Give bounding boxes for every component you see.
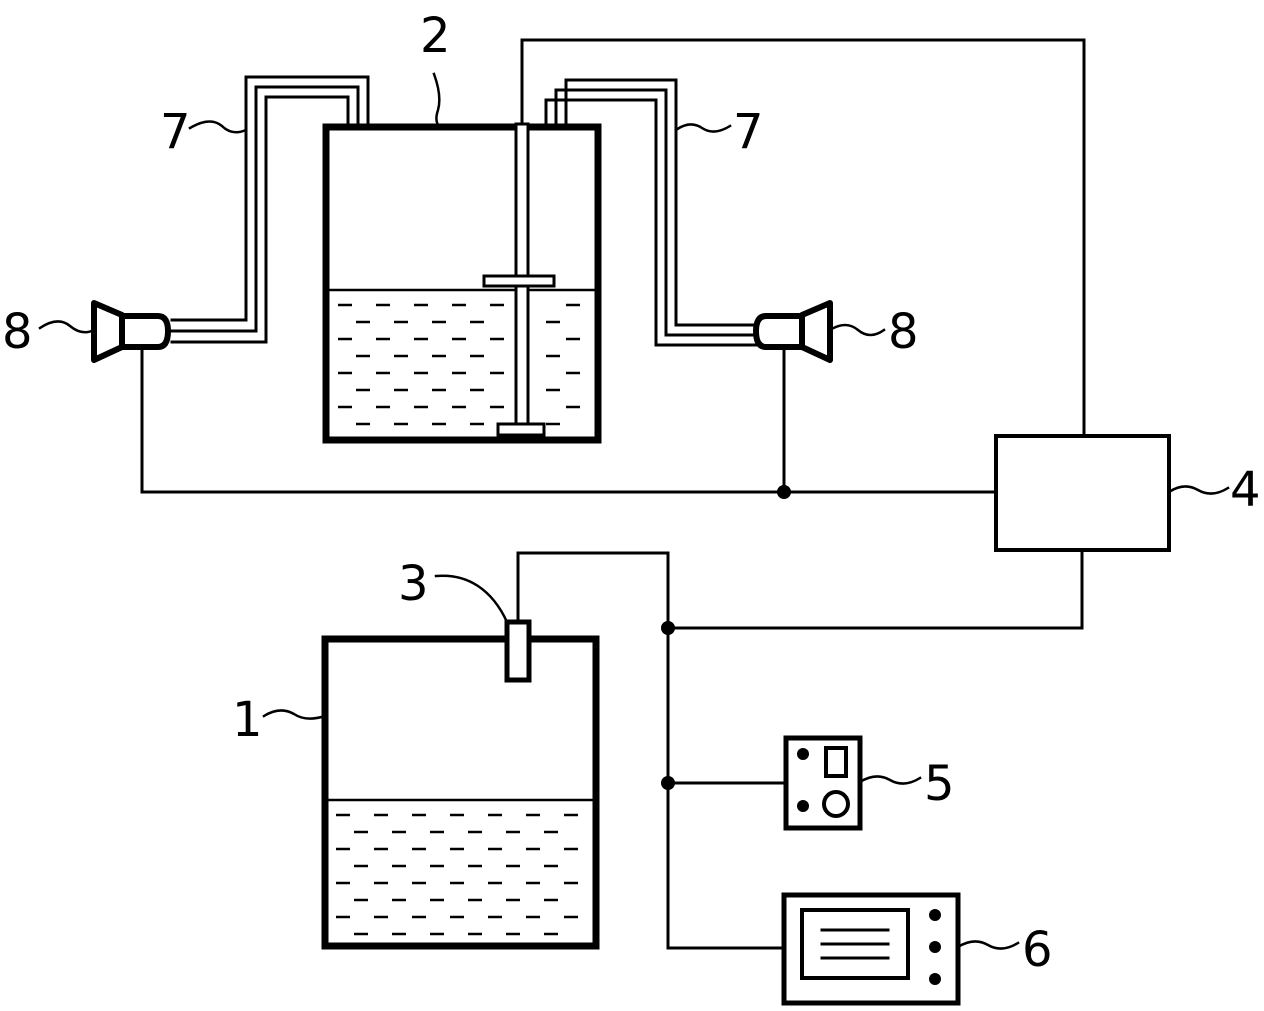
label-pipe-7-left: 7 [160,104,191,160]
panel-switch [824,746,848,778]
junction-dot [777,485,791,499]
tank-1 [321,635,600,950]
tank-2 [322,123,602,444]
controller-4 [994,434,1171,552]
tank-1-liquid-dashes [336,813,578,936]
panel-dot [797,800,809,812]
panel-dot [797,748,809,760]
junction-dot [661,621,675,635]
panel-knob [822,790,850,818]
sensor-3 [504,619,532,683]
label-controller-4: 4 [1230,462,1261,518]
label-display-6: 6 [1022,922,1053,978]
display-dot [929,973,941,985]
stirrer [482,38,556,437]
label-speaker-8-right: 8 [888,304,919,360]
display-dot [929,909,941,921]
label-pipe-7-right: 7 [733,104,764,160]
panel-5 [783,735,863,831]
pipe-7-right [544,78,760,347]
tank-2-liquid-dashes [338,303,580,426]
pipe-7-left [170,75,370,344]
wiring [140,38,1086,950]
leader-lines [38,72,1230,950]
speaker-8-right [753,300,833,363]
label-tank-2: 2 [420,8,451,64]
speaker-8-left [91,300,171,363]
label-speaker-8-left: 8 [2,304,33,360]
junction-dot [661,776,675,790]
display-6 [781,892,961,1006]
label-sensor-3: 3 [398,556,429,612]
display-dot [929,941,941,953]
label-panel-5: 5 [924,756,955,812]
label-tank-1: 1 [232,692,263,748]
